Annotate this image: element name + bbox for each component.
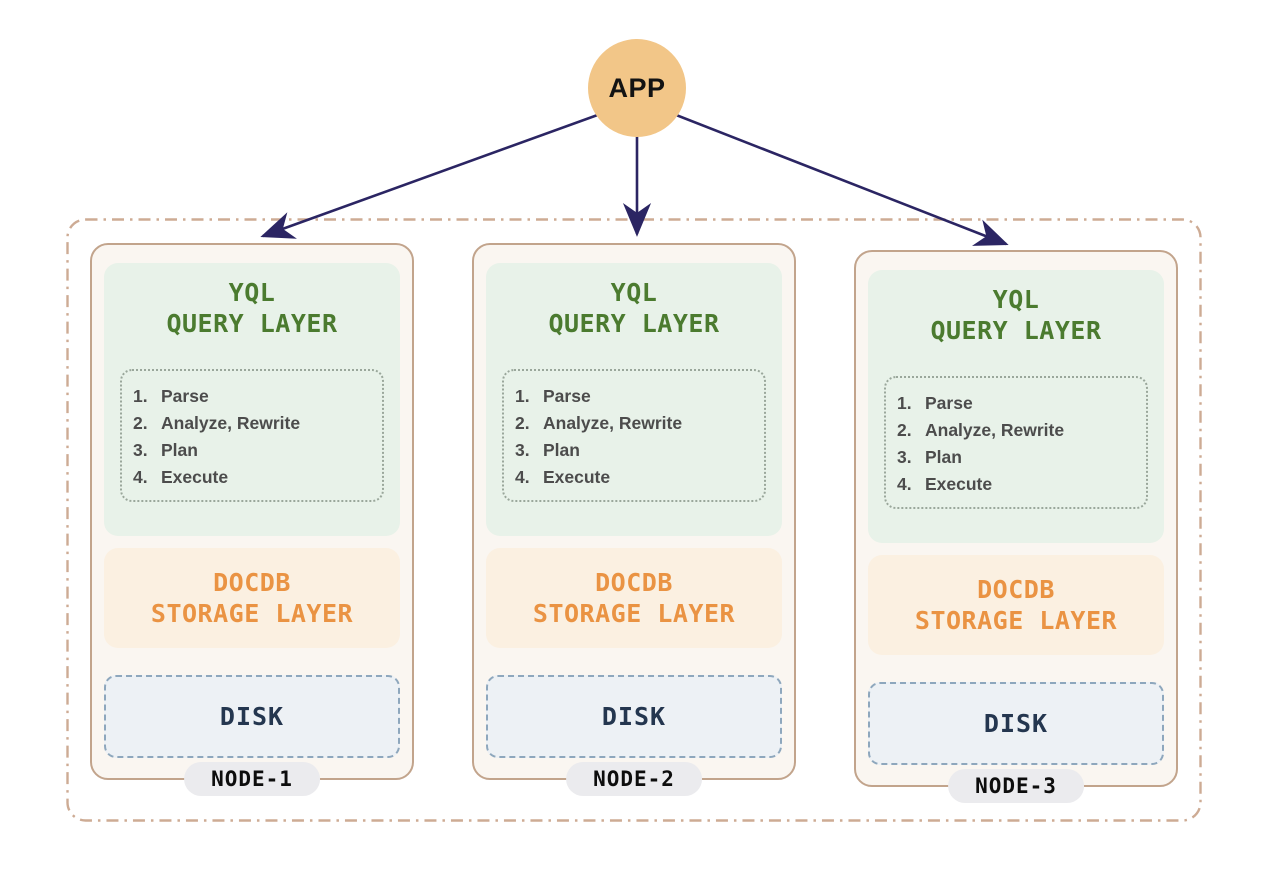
app-label: APP (608, 72, 666, 103)
query-step: 3. Plan (897, 444, 1138, 471)
storage-title-line2: STORAGE LAYER (532, 599, 736, 628)
query-layer-title-line1: YQL (992, 285, 1040, 314)
query-step: 4. Execute (133, 464, 374, 491)
disk-label: DISK (219, 702, 285, 731)
query-layer-title-line2: QUERY LAYER (930, 316, 1102, 345)
query-layer-title-line1: YQL (610, 278, 658, 307)
query-step: 2. Analyze, Rewrite (133, 410, 374, 437)
query-step: 4. Execute (515, 464, 756, 491)
query-step: 3. Plan (515, 437, 756, 464)
query-step-number: 2. (515, 413, 530, 433)
query-step: 4. Execute (897, 471, 1138, 498)
node-name-badge: NODE-3 (948, 769, 1084, 803)
query-step-label: Analyze, Rewrite (161, 413, 301, 433)
node-card: YQL QUERY LAYER 1. Parse 2. Analyze, Rewrit… (472, 243, 796, 796)
disk-box: DISK (486, 675, 782, 758)
query-step-label: Execute (161, 467, 229, 487)
query-step: 2. Analyze, Rewrite (515, 410, 756, 437)
query-step-number: 2. (133, 413, 148, 433)
query-step-number: 1. (897, 393, 912, 413)
query-step-label: Parse (161, 386, 209, 406)
query-step-label: Plan (925, 447, 962, 467)
query-steps-list: 1. Parse 2. Analyze, Rewrite 3. Plan 4. Execute (133, 383, 374, 491)
storage-title-line1: DOCDB (595, 568, 673, 597)
query-step-number: 4. (897, 474, 912, 494)
storage-title-line1: DOCDB (213, 568, 291, 597)
query-steps-box: 1. Parse 2. Analyze, Rewrite 3. Plan 4. Execute (120, 369, 384, 502)
query-steps-list: 1. Parse 2. Analyze, Rewrite 3. Plan 4. Execute (897, 390, 1138, 498)
disk-label: DISK (601, 702, 667, 731)
query-step-label: Parse (543, 386, 591, 406)
query-step-number: 1. (133, 386, 148, 406)
query-layer-title-line1: YQL (228, 278, 276, 307)
query-step-label: Execute (543, 467, 611, 487)
disk-box: DISK (868, 682, 1164, 765)
node-card: YQL QUERY LAYER 1. Parse 2. Analyze, Rewrit… (90, 243, 414, 796)
query-layer-title: YQL QUERY LAYER (498, 277, 770, 339)
query-step-number: 4. (133, 467, 148, 487)
cluster-box: YQL QUERY LAYER 1. Parse 2. Analyze, Rewrit… (66, 218, 1202, 822)
app-node: APP (588, 39, 686, 137)
query-layer-title-line2: QUERY LAYER (166, 309, 338, 338)
query-step-number: 4. (515, 467, 530, 487)
query-step-label: Parse (925, 393, 973, 413)
query-step-label: Analyze, Rewrite (543, 413, 683, 433)
node-card: YQL QUERY LAYER 1. Parse 2. Analyze, Rewrit… (854, 250, 1178, 803)
query-steps-box: 1. Parse 2. Analyze, Rewrite 3. Plan 4. Execute (502, 369, 766, 502)
query-steps-box: 1. Parse 2. Analyze, Rewrite 3. Plan 4. Execute (884, 376, 1148, 509)
query-step-number: 2. (897, 420, 912, 440)
storage-title-line2: STORAGE LAYER (150, 599, 354, 628)
query-step-label: Analyze, Rewrite (925, 420, 1065, 440)
query-step-label: Execute (925, 474, 993, 494)
query-step-number: 1. (515, 386, 530, 406)
storage-layer-box: DOCDB STORAGE LAYER (868, 555, 1164, 655)
query-layer-title: YQL QUERY LAYER (880, 284, 1152, 346)
query-step: 1. Parse (133, 383, 374, 410)
query-step: 2. Analyze, Rewrite (897, 417, 1138, 444)
node-name-badge: NODE-1 (184, 762, 320, 796)
query-layer-title: YQL QUERY LAYER (116, 277, 388, 339)
query-step-number: 3. (897, 447, 912, 467)
disk-box: DISK (104, 675, 400, 758)
query-step-label: Plan (543, 440, 580, 460)
query-layer-box: YQL QUERY LAYER 1. Parse 2. Analyze, Rewrit… (868, 270, 1164, 543)
query-steps-list: 1. Parse 2. Analyze, Rewrite 3. Plan 4. Execute (515, 383, 756, 491)
storage-title-line1: DOCDB (977, 575, 1055, 604)
query-layer-box: YQL QUERY LAYER 1. Parse 2. Analyze, Rewrit… (104, 263, 400, 536)
storage-layer-box: DOCDB STORAGE LAYER (104, 548, 400, 648)
nodes-row: YQL QUERY LAYER 1. Parse 2. Analyze, Rewrit… (90, 243, 1178, 803)
query-layer-box: YQL QUERY LAYER 1. Parse 2. Analyze, Rewrit… (486, 263, 782, 536)
storage-title-line2: STORAGE LAYER (914, 606, 1118, 635)
query-step-number: 3. (133, 440, 148, 460)
node-name-badge: NODE-2 (566, 762, 702, 796)
query-step-label: Plan (161, 440, 198, 460)
storage-layer-box: DOCDB STORAGE LAYER (486, 548, 782, 648)
query-step: 3. Plan (133, 437, 374, 464)
arrow-app-to-node-1 (260, 102, 629, 239)
query-step-number: 3. (515, 440, 530, 460)
query-step: 1. Parse (515, 383, 756, 410)
query-layer-title-line2: QUERY LAYER (548, 309, 720, 338)
query-step: 1. Parse (897, 390, 1138, 417)
disk-label: DISK (983, 709, 1049, 738)
